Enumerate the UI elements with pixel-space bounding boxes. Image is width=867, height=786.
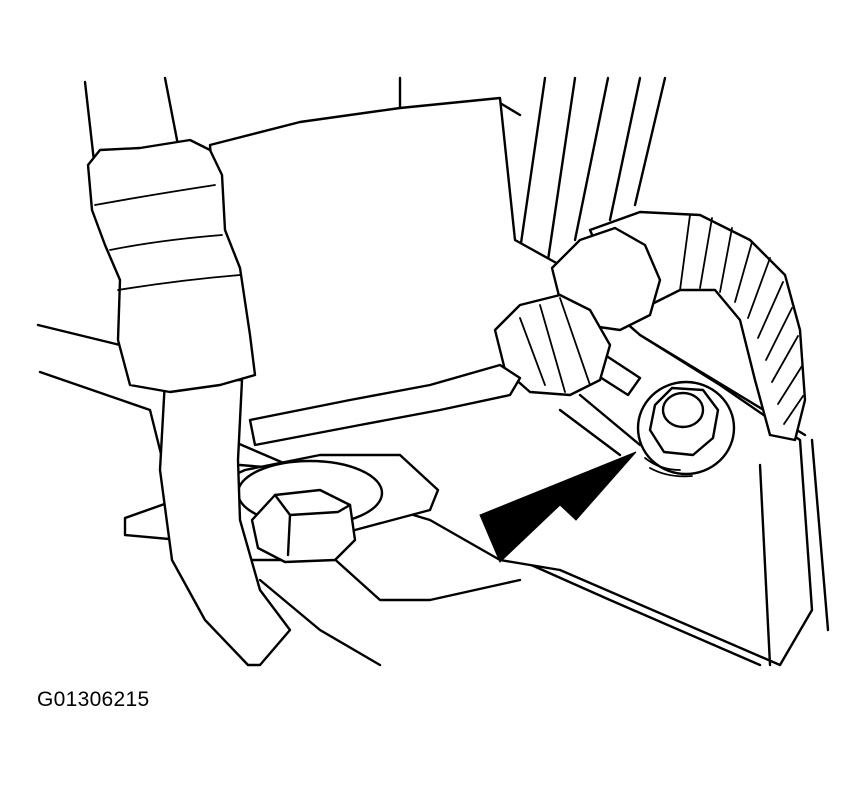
hex-nut: [250, 488, 357, 564]
wiring-harness: [248, 210, 807, 447]
ground-bolt: [636, 380, 736, 478]
callout-arrow-icon: [479, 451, 637, 563]
brake-line: [86, 138, 292, 667]
figure-id-label: G01306215: [37, 688, 150, 711]
